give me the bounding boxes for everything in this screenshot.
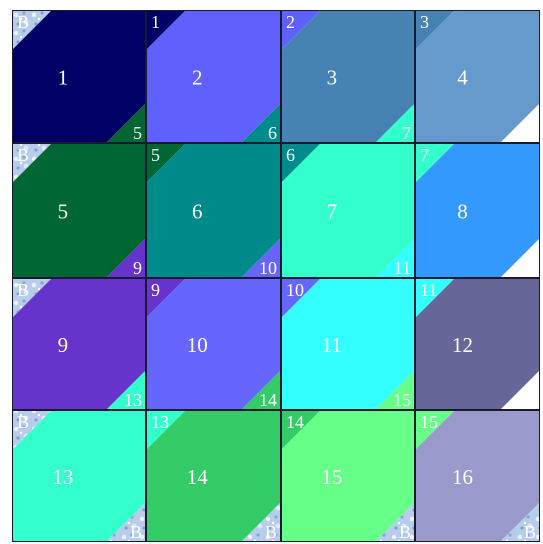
puzzle-tile-8[interactable]: 87 — [415, 143, 540, 278]
corner-label-bottom-right: 6 — [268, 123, 277, 143]
tile-number-label: 7 — [327, 200, 338, 224]
corner-label-bottom-right: 10 — [259, 258, 277, 278]
tile-number-label: 1 — [58, 65, 69, 89]
corner-label-bottom-right: 7 — [402, 123, 411, 143]
tile-number-label: 9 — [58, 333, 69, 357]
tile-number-label: 6 — [192, 200, 203, 224]
tile-number-label: 12 — [452, 333, 473, 357]
corner-label-bottom-right: 15 — [393, 390, 411, 410]
puzzle-tile-15[interactable]: 15 14B — [281, 410, 415, 542]
corner-label-top-left: 11 — [420, 280, 437, 300]
corner-label-bottom-right: B — [524, 522, 536, 542]
tile-number-label: 11 — [322, 333, 342, 357]
tile-number-label: 10 — [187, 333, 208, 357]
puzzle-tile-2[interactable]: 2 1 6 — [146, 10, 281, 143]
tile-body — [281, 10, 415, 143]
corner-label-bottom-right: B — [265, 522, 277, 542]
puzzle-tile-3[interactable]: 3 2 7 — [281, 10, 415, 143]
corner-label-top-left: 10 — [286, 280, 304, 300]
puzzle-tile-11[interactable]: 11 10 15 — [281, 278, 415, 410]
tile-number-label: 5 — [58, 200, 69, 224]
puzzle-tile-14[interactable]: 14 13B — [146, 410, 281, 542]
tile-body — [12, 143, 146, 278]
tile-number-label: 13 — [52, 465, 73, 489]
puzzle-tile-9[interactable]: 9 B 13 — [12, 278, 146, 410]
corner-label-top-left: 3 — [420, 12, 429, 32]
tile-number-label: 2 — [192, 65, 203, 89]
corner-label-top-left: 1 — [151, 12, 160, 32]
corner-label-top-left: 7 — [420, 145, 429, 165]
corner-label-bottom-right: 5 — [133, 123, 142, 143]
corner-label-top-left: 9 — [151, 280, 160, 300]
corner-label-bottom-right: 9 — [133, 258, 142, 278]
corner-label-top-left: B — [17, 145, 29, 165]
puzzle-tile-1[interactable]: 1 B 5 — [12, 10, 146, 143]
corner-label-top-left: 6 — [286, 145, 295, 165]
puzzle-tile-10[interactable]: 10 9 14 — [146, 278, 281, 410]
tile-number-label: 15 — [321, 465, 342, 489]
corner-label-top-left: 14 — [286, 412, 304, 432]
puzzle-tile-6[interactable]: 6 5 10 — [146, 143, 281, 278]
tile-body — [146, 10, 281, 143]
corner-label-bottom-right: 13 — [124, 390, 142, 410]
corner-label-top-left: 5 — [151, 145, 160, 165]
puzzle-tile-4[interactable]: 43 — [415, 10, 540, 143]
corner-label-top-left: B — [17, 12, 29, 32]
tile-number-label: 4 — [457, 65, 468, 89]
corner-label-bottom-right: 14 — [259, 390, 277, 410]
tile-number-label: 14 — [187, 465, 209, 489]
corner-label-top-left: B — [17, 280, 29, 300]
tile-body — [12, 10, 146, 143]
corner-label-top-left: 15 — [420, 412, 438, 432]
corner-label-top-left: B — [17, 412, 29, 432]
puzzle-tile-12[interactable]: 12 11 — [415, 278, 540, 410]
puzzle-tile-16[interactable]: 16 15B — [415, 410, 540, 542]
corner-label-bottom-right: 11 — [394, 258, 411, 278]
tile-number-label: 3 — [327, 65, 338, 89]
tile-number-label: 16 — [452, 465, 473, 489]
puzzle-tile-7[interactable]: 7 6 11 — [281, 143, 415, 278]
tile-number-label: 8 — [457, 200, 468, 224]
corner-label-top-left: 2 — [286, 12, 295, 32]
corner-label-bottom-right: B — [130, 522, 142, 542]
corner-label-top-left: 13 — [151, 412, 169, 432]
corner-label-bottom-right: B — [399, 522, 411, 542]
puzzle-tile-5[interactable]: 5 B 9 — [12, 143, 146, 278]
